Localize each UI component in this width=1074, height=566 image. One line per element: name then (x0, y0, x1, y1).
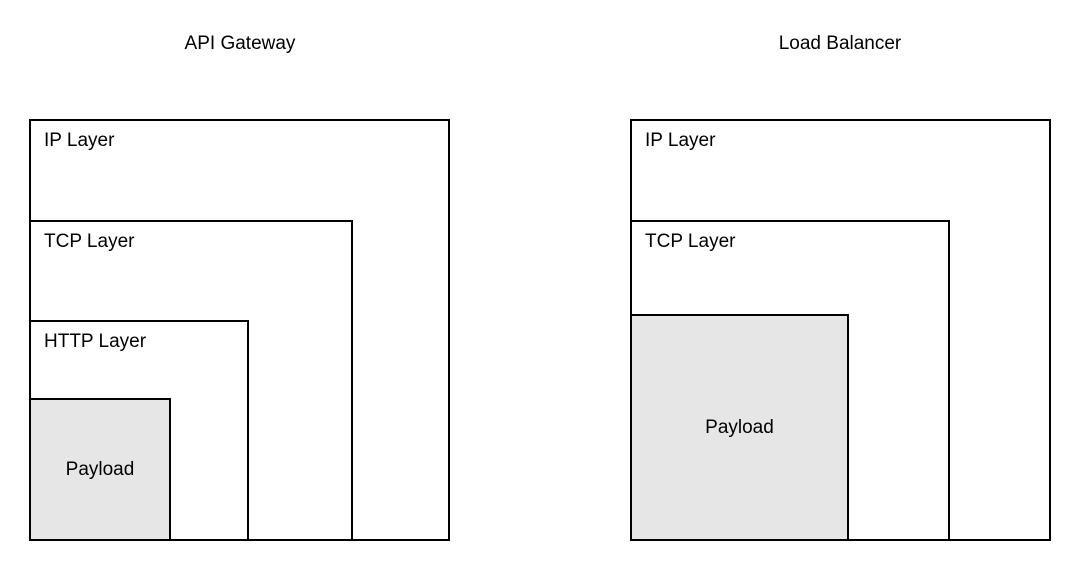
api-gateway-http-layer-label: HTTP Layer (44, 331, 147, 352)
api-gateway-title: API Gateway (184, 33, 296, 54)
load-balancer-tcp-layer-label: TCP Layer (645, 231, 736, 252)
load-balancer-title: Load Balancer (778, 33, 902, 54)
load-balancer-payload-label: Payload (705, 416, 774, 438)
api-gateway-ip-layer-label: IP Layer (44, 130, 115, 151)
load-balancer-payload-box[interactable]: Payload (630, 314, 849, 541)
api-gateway-tcp-layer-label: TCP Layer (44, 231, 135, 252)
api-gateway-payload-box[interactable]: Payload (29, 398, 171, 541)
api-gateway-payload-label: Payload (65, 458, 135, 480)
load-balancer-ip-layer-label: IP Layer (645, 130, 716, 151)
